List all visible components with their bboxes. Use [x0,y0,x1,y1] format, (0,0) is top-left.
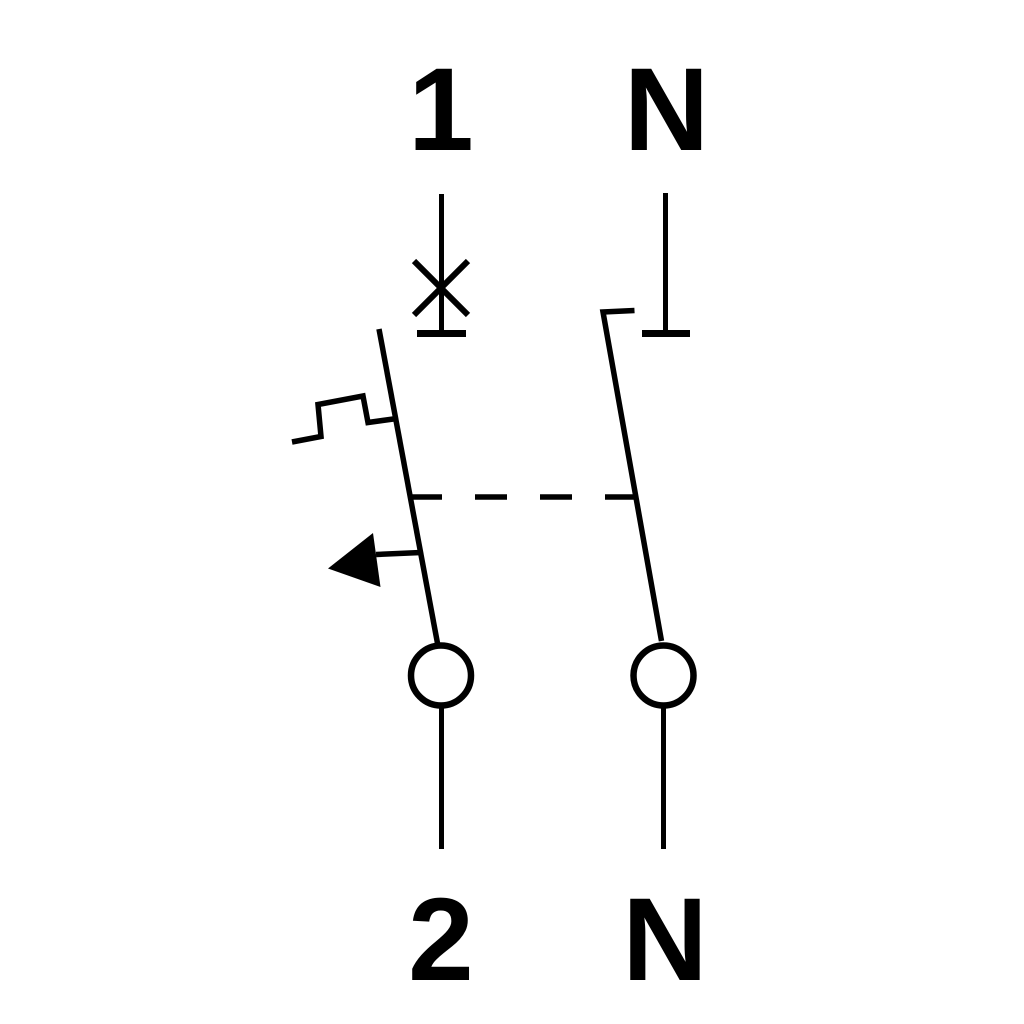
terminal-2-label: 2 [408,874,474,1006]
pole1-terminal-circle-icon [407,642,475,709]
terminal-n-top-label: N [624,44,709,176]
trip-arrow-icon [328,533,381,587]
trip-arrow-tail [375,549,422,558]
polen-terminal-circle-icon [630,642,697,709]
breaker-contact-cross-icon [411,258,471,318]
thermal-overload-release-symbol [291,392,398,445]
terminal-1-label: 1 [408,44,474,176]
pole-neutral: N N [599,44,709,1006]
pole-1: 1 2 [291,44,475,1006]
pole1-moving-contact-blade [376,328,441,647]
terminal-n-bottom-label: N [622,874,707,1006]
polen-moving-contact-blade [599,307,665,642]
